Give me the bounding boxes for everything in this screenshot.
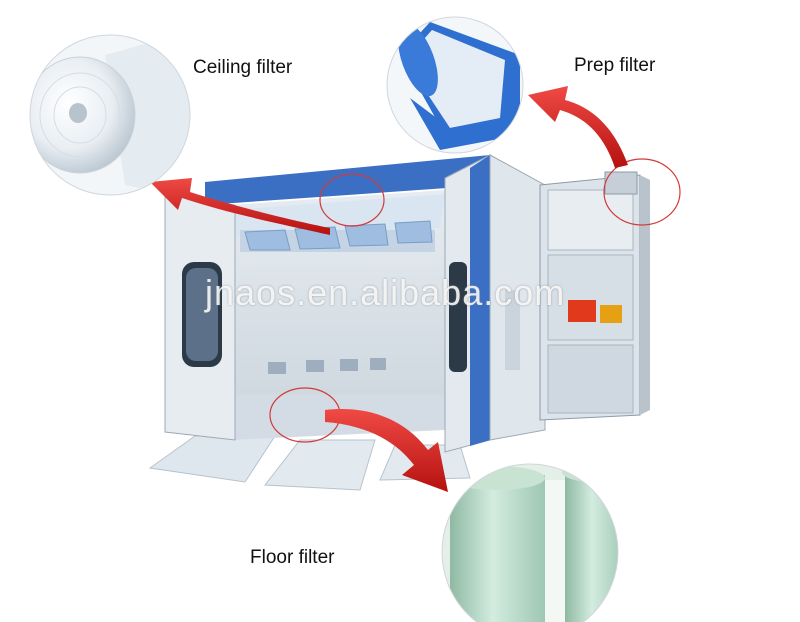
prep-highlight-circle <box>603 158 681 226</box>
ceiling-filter-image <box>29 34 191 196</box>
arrow-to-floor-filter <box>325 409 448 492</box>
prep-filter-label: Prep filter <box>574 55 656 76</box>
floor-filter-label: Floor filter <box>250 547 335 568</box>
ceiling-highlight-circle <box>319 173 385 227</box>
floor-filter-image <box>441 463 619 622</box>
ceiling-filter-label: Ceiling filter <box>193 57 293 78</box>
floor-grate-left <box>148 435 276 483</box>
prep-filter-image <box>386 16 524 154</box>
floor-grate-middle <box>264 439 376 491</box>
watermark-text: jnaos.en.alibaba.com <box>205 272 566 313</box>
arrow-to-prep-filter <box>528 86 628 168</box>
arrow-to-ceiling-filter <box>150 178 330 235</box>
